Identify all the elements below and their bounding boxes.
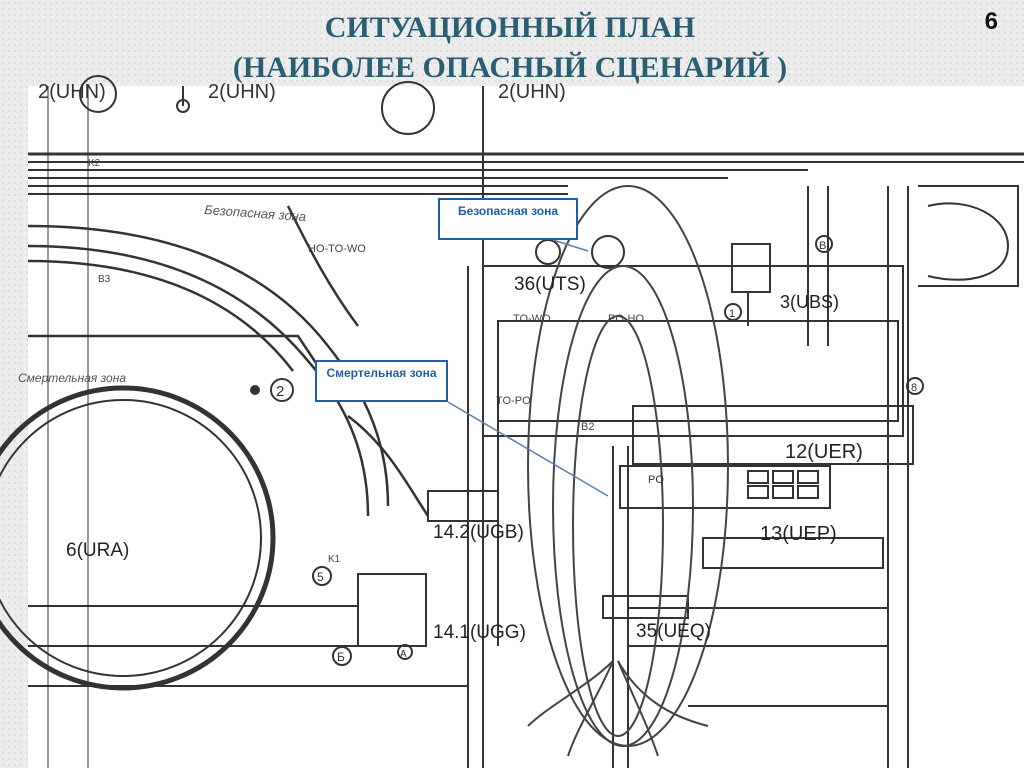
tank-circle [79,75,117,113]
label-b2: B2 [581,421,594,433]
label-k1: K1 [328,554,341,565]
label-uep: 13(UEP) [760,523,837,545]
marker-2: 2 [276,383,284,400]
label-ho-to-wo: HO-TO-WO [308,243,366,255]
label-uts: 36(UTS) [514,274,586,295]
road-curves [27,205,430,517]
label-death-zone-handwritten: Смертельная зона [18,371,126,385]
tank-ura [0,385,276,691]
label-k2: K2 [88,158,101,169]
marker-8: 8 [911,382,917,394]
label-ugg: 14.1(UGG) [433,622,526,643]
label-safe-zone-handwritten: Безопасная зона [204,202,307,224]
label-b3: B3 [98,274,111,285]
label-ura: 6(URA) [66,540,129,561]
label-ugb: 14.2(UGB) [433,522,524,543]
page-number: 6 [984,8,998,35]
marker-b: Б [337,650,345,664]
label-to-po: TO-PO [496,395,531,407]
marker-5: 5 [317,570,324,584]
tank-circle [381,81,435,135]
label-to-wo: TO-WO [513,313,551,325]
site-plan-drawing: 2(UHN) 2(UHN) 2(UHN) 6(URA) Безопасная з… [0,75,1024,768]
tank-circle [591,235,625,269]
safe-zone-callout: Безопасная зона [438,198,578,240]
label-uhn-c: 2(UHN) [498,81,566,103]
label-ubs: 3(UBS) [780,292,839,312]
label-ueq: 35(UEQ) [636,621,711,642]
title-line-2: (НАИБОЛЕЕ ОПАСНЫЙ СЦЕНАРИЙ ) [232,51,788,84]
marker-1: 1 [729,308,735,320]
label-uer: 12(UER) [785,441,863,463]
label-po: PO [648,474,664,486]
death-zone-callout: Смертельная зона [315,360,448,402]
tank-circle [535,239,561,265]
slide-title: СИТУАЦИОННЫЙ ПЛАН (НАИБОЛЕЕ ОПАСНЫЙ СЦЕН… [120,8,900,88]
marker-v: В [819,240,826,252]
label-uhn-b: 2(UHN) [208,81,276,103]
marker-a: А [400,649,407,660]
label-uhn-a: 2(UHN) [38,81,106,103]
hazard-plume [527,185,729,757]
site-plan: 2(UHN) 2(UHN) 2(UHN) 6(URA) Безопасная з… [0,75,1024,768]
title-line-1: СИТУАЦИОННЫЙ ПЛАН [324,11,696,44]
